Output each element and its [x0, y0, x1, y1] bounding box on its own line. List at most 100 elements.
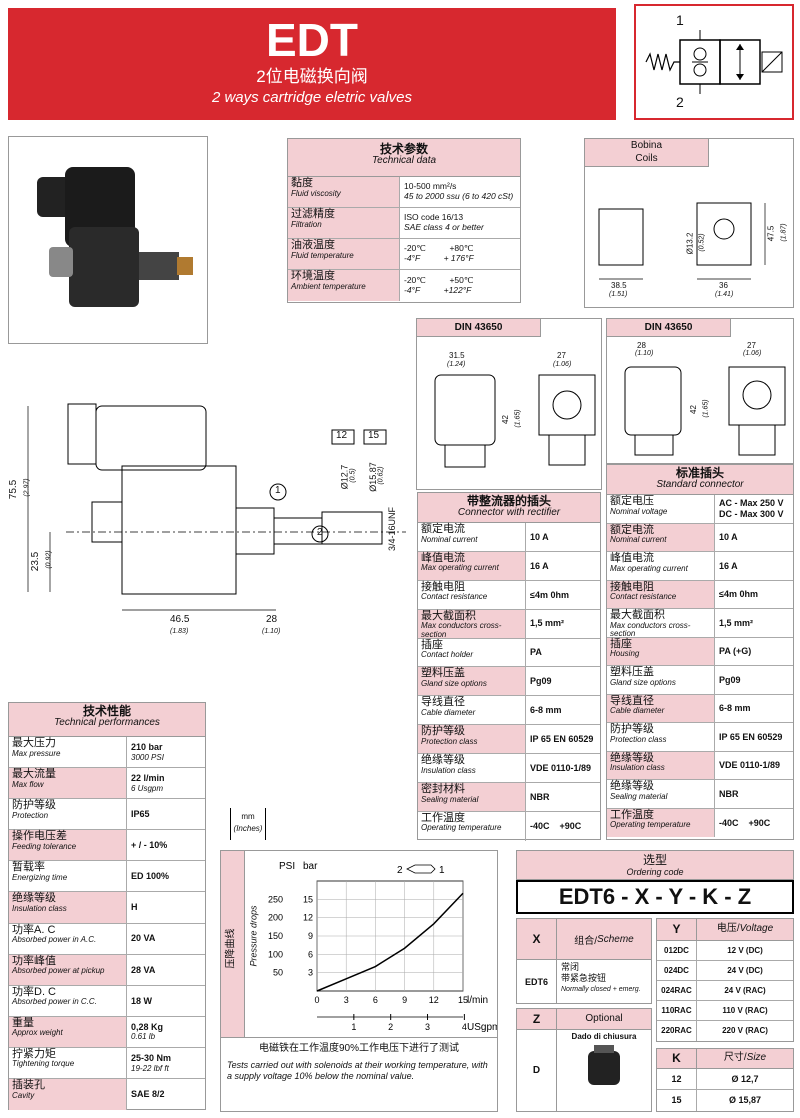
din2-title: DIN 43650: [607, 319, 731, 337]
rectifier-label-en: Nominal current: [421, 534, 478, 544]
coil-diameter-inch: (0.52): [698, 233, 706, 252]
rectifier-value-text: -40C +90C: [530, 821, 582, 832]
tech-data-title: 技术参数: [379, 142, 428, 156]
standard-value-text-2: DC - Max 300 V: [719, 508, 784, 519]
size-row: 12 Ø 12,7: [657, 1069, 793, 1090]
standard-label-en: Protection class: [610, 734, 667, 744]
rectifier-value: 16 A: [526, 552, 600, 580]
standard-value-text: -40C +90C: [719, 817, 771, 828]
standard-label-cn: 绝缘等级: [610, 751, 654, 764]
x-value-cn2: 带紧急按钮: [561, 973, 607, 983]
ordering-code: EDT6 - X - Y - K - Z: [516, 880, 794, 914]
x-value-en: Normally closed + emerg.: [561, 986, 641, 993]
gpm-tick-label: 3: [425, 1022, 430, 1032]
subtitle-en: 2 ways cartridge eletric valves: [211, 89, 413, 106]
tech-value-2: 45 to 2000 ssu (6 to 420 cSt): [404, 191, 514, 201]
x-unit-lmin: l/min: [467, 995, 488, 1006]
rectifier-label-en: Contact resistance: [421, 592, 488, 602]
standard-value-text: IP 65 EN 60529: [719, 731, 783, 742]
rectifier-label-en: Protection class: [421, 736, 478, 746]
units-legend: mm (Inches): [230, 808, 266, 840]
standard-value: 1,5 mm²: [715, 609, 793, 637]
coil-width-dim: 38.5: [611, 281, 627, 290]
x-desc-cn: 组合/: [574, 935, 598, 947]
z-desc: Optional: [585, 1013, 623, 1024]
performance-value-text: 22 l/min: [131, 773, 165, 784]
size-code: 12: [657, 1069, 697, 1089]
valve-photo-icon: [37, 167, 193, 307]
rectifier-value-text: Pg09: [530, 676, 552, 687]
rectifier-value-text: IP 65 EN 60529: [530, 734, 594, 744]
tech-value-2: SAE class 4 or better: [404, 222, 484, 232]
flow-direction-icon: [406, 864, 436, 874]
voltage-value: 24 V (RAC): [724, 986, 766, 995]
gpm-tick-label: 4: [462, 1022, 467, 1032]
coil-width-inch: (1.51): [609, 291, 628, 298]
psi-tick-label: 200: [268, 913, 283, 923]
standard-label-en: Gland size options: [610, 677, 676, 687]
rectifier-value-text: 6-8 mm: [530, 705, 562, 716]
rectifier-label-cn: 塑料压盖: [421, 667, 465, 680]
standard-value: -40C +90C: [715, 809, 793, 838]
x-value: EDT6: [517, 960, 557, 1003]
dim-body-width-inch: (1.83): [170, 628, 189, 635]
valve-dimension-drawing: 75.5 (2.97) 23.5 (0.92) 46.5 (1.83) 28 (…: [6, 396, 414, 642]
voltage-code: 024DC: [657, 961, 697, 980]
tech-label-cn: 油液温度: [291, 239, 335, 251]
voltage-value: 110 V (RAC): [722, 1006, 768, 1015]
page-title: EDT: [266, 14, 358, 66]
y-head: Y: [657, 919, 697, 940]
size-value: Ø 12,7: [731, 1074, 759, 1084]
performance-label-cn: 功率D. C: [12, 985, 56, 998]
standard-label-cn: 导线直径: [610, 694, 654, 707]
standard-label-en: Housing: [610, 649, 640, 659]
performance-label-cn: 防护等级: [12, 799, 56, 812]
performance-label-cn: 操作电压差: [12, 830, 67, 843]
tech-value-1: ISO code 16/13: [404, 212, 464, 223]
size-box-15: 15: [368, 430, 380, 441]
performance-value: ED 100%: [127, 861, 205, 891]
callout-1: 1: [275, 485, 281, 496]
y-unit-psi: PSI: [279, 861, 295, 872]
rectifier-label-cn: 工作温度: [421, 811, 465, 824]
x-tick-label: 12: [429, 995, 439, 1005]
rectifier-value: 1,5 mm²: [526, 610, 600, 638]
performance-label-en: Cavity: [12, 1090, 35, 1100]
flow-label-right: 1: [439, 865, 445, 876]
standard-label-cn: 接触电阻: [610, 580, 654, 593]
z-value-desc: Dado di chiusura: [571, 1032, 637, 1041]
gpm-tick-label: 2: [388, 1022, 393, 1032]
dim-diameter-12-inch: (0.5): [349, 468, 357, 483]
standard-label-cn: 额定电压: [610, 495, 654, 507]
tech-value-2: -4°F + 176°F: [404, 253, 474, 263]
product-photo: [8, 136, 208, 344]
rectifier-label-cn: 额定电流: [421, 523, 465, 535]
voltage-value: 24 V (DC): [727, 966, 763, 975]
standard-value-text: PA (+G): [719, 646, 752, 657]
psi-tick-label: 250: [268, 894, 283, 904]
voltage-code: 220RAC: [657, 1021, 697, 1041]
voltage-value: 12 V (DC): [727, 946, 763, 955]
gpm-tick-label: 1: [351, 1022, 356, 1032]
